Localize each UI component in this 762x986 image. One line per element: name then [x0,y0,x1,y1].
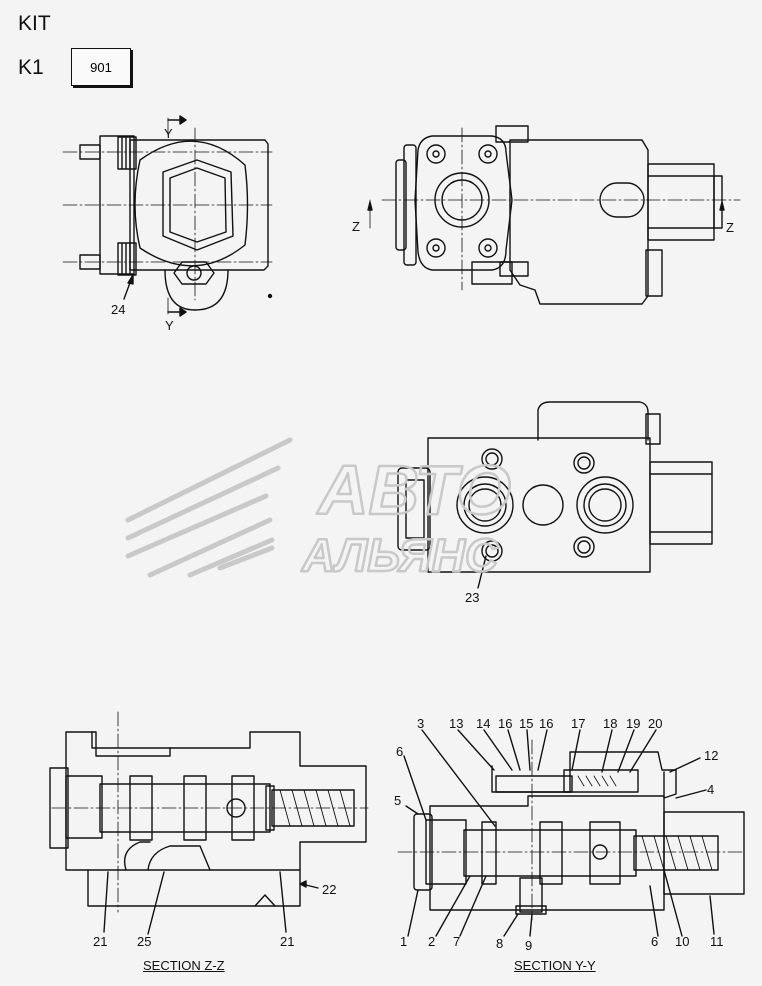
callout-8: 8 [496,936,504,951]
callout-22: 22 [322,882,337,897]
side-view-drawing [367,125,741,305]
callout-6-bottom: 6 [651,934,659,949]
watermark-text: АВТО АЛЬЯНС [300,450,512,583]
callout-5: 5 [394,793,402,808]
callout-25: 25 [137,934,152,949]
section-yy-drawing [397,729,745,937]
section-yy-caption: SECTION Y-Y [514,958,596,973]
section-zz-caption: SECTION Z-Z [143,958,225,973]
watermark-logo [125,437,293,578]
callout-12: 12 [704,748,719,763]
callout-19: 19 [626,716,641,731]
callout-23: 23 [465,590,480,605]
watermark-line1: АВТО [316,451,511,529]
kit-code: K1 [18,56,44,79]
section-z-marker-left: Z [352,219,360,234]
callout-21-left: 21 [93,934,108,949]
callout-10: 10 [675,934,690,949]
top-view-drawing [62,115,273,317]
callout-13: 13 [449,716,464,731]
callout-16b: 16 [539,716,554,731]
section-zz-drawing [49,711,369,935]
front-view-drawing [397,401,713,589]
part-number-badge: 901 [71,48,131,86]
callout-2: 2 [428,934,436,949]
callout-14: 14 [476,716,491,731]
callout-1: 1 [400,934,408,949]
watermark-line2: АЛЬЯНС [301,529,499,581]
section-z-marker-right: Z [726,220,734,235]
callout-9: 9 [525,938,533,953]
callout-7: 7 [453,934,461,949]
callout-11: 11 [710,934,724,949]
callout-24: 24 [111,302,126,317]
callout-16a: 16 [498,716,513,731]
callout-20: 20 [648,716,663,731]
callout-4: 4 [707,782,715,797]
section-y-marker-top: Y [164,126,173,141]
callout-6-left: 6 [396,744,404,759]
callout-18: 18 [603,716,618,731]
callout-21-right: 21 [280,934,295,949]
kit-title: KIT [18,12,51,35]
part-number-label: 901 [90,59,112,75]
section-y-marker-bottom: Y [165,318,174,333]
callout-15: 15 [519,716,534,731]
callout-3: 3 [417,716,425,731]
callout-17: 17 [571,716,586,731]
